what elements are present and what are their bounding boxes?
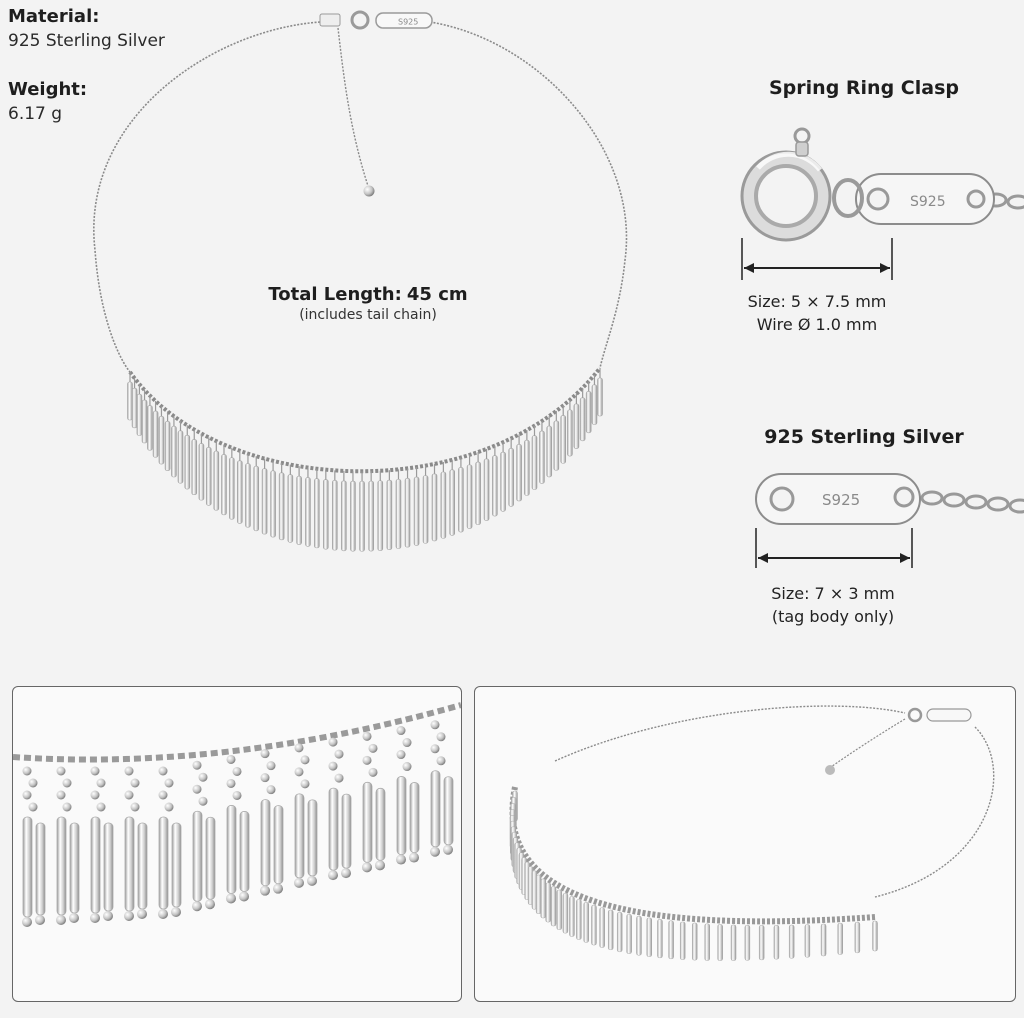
material-value: 925 Sterling Silver	[8, 31, 165, 51]
tag-title: 925 Sterling Silver	[764, 426, 964, 448]
main-tag-stamp: S925	[398, 18, 418, 27]
clasp-size: Size: 5 × 7.5 mm	[747, 292, 887, 311]
tag-size: Size: 7 × 3 mm	[771, 584, 895, 603]
closeup-panel	[12, 686, 462, 1002]
tag-stamp: S925	[822, 491, 860, 509]
clasp-tag-stamp: S925	[910, 194, 946, 210]
fringe-closeup-image	[13, 702, 461, 927]
tag-note: (tag body only)	[771, 607, 895, 626]
weight-label: Weight:	[8, 79, 88, 100]
material-label: Material:	[8, 6, 100, 27]
length-block: Total Length: 45 cm (includes tail chain…	[268, 284, 468, 323]
length-label: Total Length:	[268, 284, 402, 305]
length-note: (includes tail chain)	[299, 307, 437, 323]
clasp-illustration: S925	[728, 118, 1024, 288]
angle-view-panel	[474, 686, 1016, 1002]
clasp-title: Spring Ring Clasp	[769, 77, 959, 99]
necklace-angle-image	[509, 705, 995, 961]
necklace-main-image: S925	[80, 0, 640, 630]
clasp-wire: Wire Ø 1.0 mm	[756, 315, 878, 334]
tag-illustration: S925	[740, 466, 1024, 576]
weight-value: 6.17 g	[8, 104, 63, 124]
length-value: 45 cm	[406, 284, 468, 305]
